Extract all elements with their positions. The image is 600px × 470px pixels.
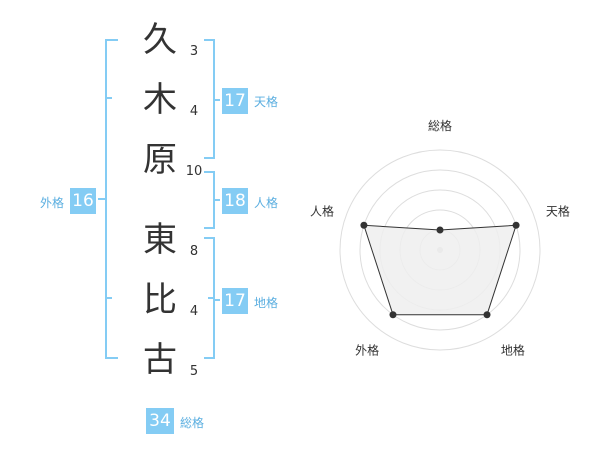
chikaku-value: 17 <box>222 288 248 314</box>
stroke-count-4: 8 <box>189 244 199 259</box>
radar-point-3 <box>483 311 491 319</box>
radar-point-1 <box>436 226 444 234</box>
radar-ring-4 <box>359 169 521 331</box>
stroke-count-3: 10 <box>185 164 203 179</box>
radar-axis-label-1: 総格 <box>428 118 452 133</box>
stroke-count-1: 3 <box>189 44 199 59</box>
jinkaku-value: 18 <box>222 188 248 214</box>
name-char-2: 木 <box>143 80 177 120</box>
name-char-4: 東 <box>143 220 177 260</box>
name-char-1: 久 <box>143 20 177 60</box>
radar-area <box>363 224 517 316</box>
radar-point-5 <box>360 221 368 229</box>
gaikaku-label: 外格 <box>40 196 65 210</box>
stroke-count-6: 5 <box>189 364 199 379</box>
radar-points <box>360 221 520 319</box>
radar-axis-label-2: 天格 <box>546 204 570 219</box>
name-char-6: 古 <box>143 340 177 380</box>
name-char-5: 比 <box>143 280 177 320</box>
tenkaku-label: 天格 <box>254 95 279 109</box>
radar-point-4 <box>389 311 397 319</box>
stroke-count-5: 4 <box>189 304 199 319</box>
jinkaku-label: 人格 <box>254 196 279 210</box>
radar-point-2 <box>512 221 520 229</box>
soukaku-label: 総格 <box>180 416 205 430</box>
radar-axis-label-4: 外格 <box>355 342 379 357</box>
tenkaku-value: 17 <box>222 88 248 114</box>
radar-axis-label-5: 人格 <box>310 204 334 219</box>
chikaku-label: 地格 <box>254 296 279 310</box>
radar-ring-5 <box>339 149 541 351</box>
radar-axis-label-3: 地格 <box>501 342 525 357</box>
name-char-3: 原 <box>143 140 177 180</box>
stroke-count-2: 4 <box>189 104 199 119</box>
soukaku-value: 34 <box>146 408 174 434</box>
gaikaku-value: 16 <box>70 188 96 214</box>
